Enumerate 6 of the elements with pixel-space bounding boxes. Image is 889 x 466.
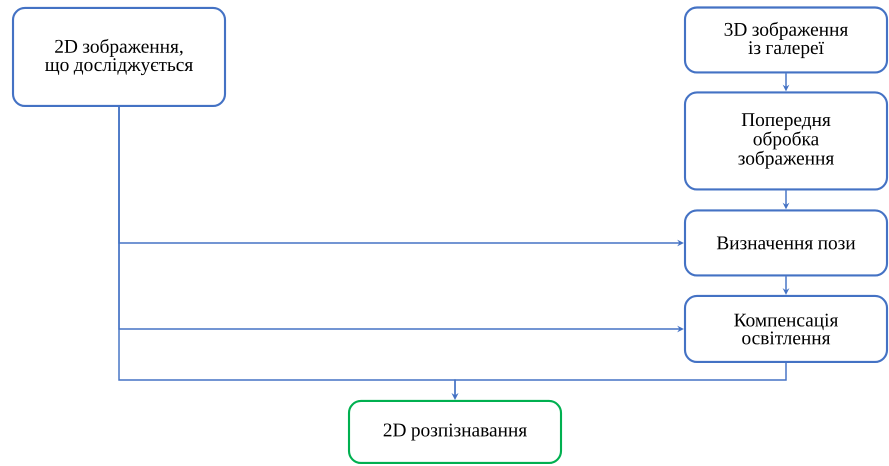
process-box: Попередня обробка зображення bbox=[684, 91, 888, 191]
process-box: Визначення пози bbox=[684, 209, 888, 277]
process-box: 3D зображення із галереї bbox=[684, 6, 888, 74]
process-box: 2D розпізнавання bbox=[348, 400, 562, 464]
process-box: Компенсація освітлення bbox=[684, 294, 888, 364]
process-box: 2D зображення, що досліджується bbox=[12, 6, 226, 108]
